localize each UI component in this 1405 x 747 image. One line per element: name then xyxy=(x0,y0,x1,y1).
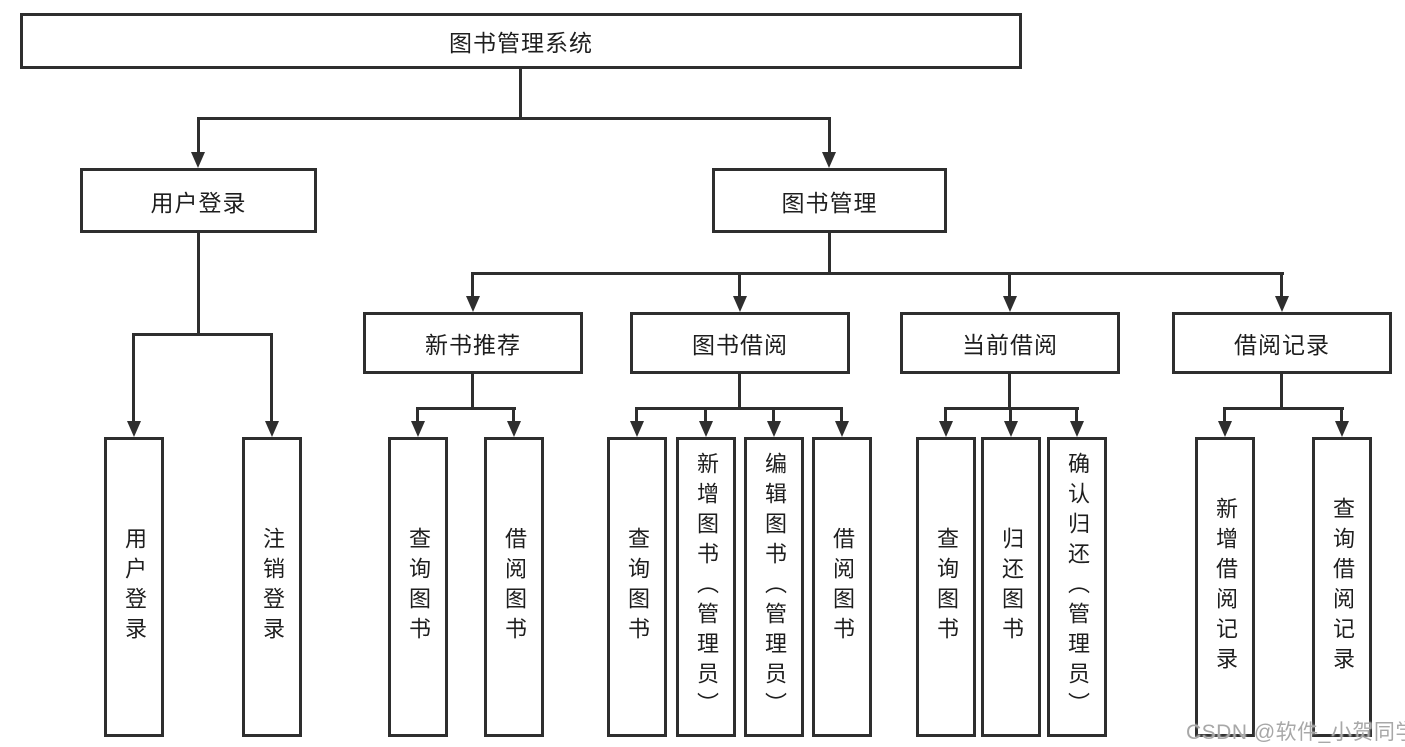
connector-vline xyxy=(772,407,775,423)
connector-vline xyxy=(132,333,135,423)
leaf-label: 查询图书 xyxy=(625,527,650,647)
connector-vline xyxy=(197,233,200,336)
arrowhead-down-icon xyxy=(733,296,747,312)
connector-vline xyxy=(828,233,831,275)
leaf-label: 编辑图书（管理员） xyxy=(762,452,787,722)
connector-vline xyxy=(1340,407,1343,423)
leaf-label: 新增图书（管理员） xyxy=(694,452,719,722)
connector-vline xyxy=(471,374,474,410)
connector-vline xyxy=(416,407,419,423)
arrowhead-down-icon xyxy=(699,421,713,437)
leaf-label: 归还图书 xyxy=(999,527,1024,647)
arrowhead-down-icon xyxy=(507,421,521,437)
arrowhead-down-icon xyxy=(1004,421,1018,437)
connector-vline xyxy=(704,407,707,423)
node-label: 新书推荐 xyxy=(425,332,521,358)
node-label: 图书管理 xyxy=(781,189,878,216)
connector-hline xyxy=(416,407,516,410)
connector-hline xyxy=(471,272,1284,275)
node-label: 用户登录 xyxy=(150,189,247,216)
connector-vline xyxy=(1280,374,1283,410)
leaf-add-books-admin: 新增图书（管理员） xyxy=(676,437,736,737)
connector-vline xyxy=(1280,272,1283,298)
leaf-label: 查询图书 xyxy=(934,527,959,647)
connector-vline xyxy=(738,374,741,410)
arrowhead-down-icon xyxy=(835,421,849,437)
leaf-label: 用户登录 xyxy=(122,527,147,647)
node-label: 图书借阅 xyxy=(692,332,788,358)
connector-vline xyxy=(1075,407,1078,423)
connector-vline xyxy=(471,272,474,298)
arrowhead-down-icon xyxy=(1218,421,1232,437)
leaf-logout: 注销登录 xyxy=(242,437,302,737)
leaf-user-login: 用户登录 xyxy=(104,437,164,737)
arrowhead-down-icon xyxy=(1003,296,1017,312)
leaf-query-borrow-record: 查询借阅记录 xyxy=(1312,437,1372,737)
leaf-label: 查询借阅记录 xyxy=(1330,497,1355,677)
leaf-label: 新增借阅记录 xyxy=(1213,497,1238,677)
connector-vline xyxy=(197,117,200,154)
connector-vline xyxy=(1008,374,1011,410)
leaf-label: 借阅图书 xyxy=(502,527,527,647)
arrowhead-down-icon xyxy=(1335,421,1349,437)
connector-vline xyxy=(270,333,273,423)
arrowhead-down-icon xyxy=(767,421,781,437)
arrowhead-down-icon xyxy=(1275,296,1289,312)
node-library-management-system: 图书管理系统 xyxy=(20,13,1022,69)
connector-vline xyxy=(1008,272,1011,298)
node-user-login-branch: 用户登录 xyxy=(80,168,317,233)
node-book-borrowing: 图书借阅 xyxy=(630,312,850,374)
connector-vline xyxy=(519,69,522,119)
node-label: 图书管理系统 xyxy=(449,30,593,56)
connector-hline xyxy=(197,117,831,120)
connector-vline xyxy=(635,407,638,423)
leaf-label: 确认归还（管理员） xyxy=(1065,452,1090,722)
arrowhead-down-icon xyxy=(127,421,141,437)
leaf-query-books-recommend: 查询图书 xyxy=(388,437,448,737)
connector-vline xyxy=(1223,407,1226,423)
leaf-borrow-books: 借阅图书 xyxy=(812,437,872,737)
arrowhead-down-icon xyxy=(1070,421,1084,437)
arrowhead-down-icon xyxy=(265,421,279,437)
arrowhead-down-icon xyxy=(191,152,205,168)
leaf-edit-books-admin: 编辑图书（管理员） xyxy=(744,437,804,737)
connector-hline xyxy=(132,333,273,336)
arrowhead-down-icon xyxy=(630,421,644,437)
connector-vline xyxy=(512,407,515,423)
leaf-label: 注销登录 xyxy=(260,527,285,647)
leaf-borrow-books-recommend: 借阅图书 xyxy=(484,437,544,737)
connector-vline xyxy=(840,407,843,423)
node-book-management: 图书管理 xyxy=(712,168,947,233)
arrowhead-down-icon xyxy=(411,421,425,437)
node-label: 借阅记录 xyxy=(1234,332,1330,358)
leaf-query-books-current: 查询图书 xyxy=(916,437,976,737)
arrowhead-down-icon xyxy=(939,421,953,437)
connector-vline xyxy=(1009,407,1012,423)
arrowhead-down-icon xyxy=(466,296,480,312)
leaf-confirm-return-admin: 确认归还（管理员） xyxy=(1047,437,1107,737)
csdn-watermark: CSDN @软件_小贺同学 xyxy=(1186,721,1405,744)
connector-vline xyxy=(944,407,947,423)
connector-vline xyxy=(738,272,741,298)
leaf-return-books: 归还图书 xyxy=(981,437,1041,737)
leaf-query-books-borrow: 查询图书 xyxy=(607,437,667,737)
leaf-label: 借阅图书 xyxy=(830,527,855,647)
connector-hline xyxy=(635,407,843,410)
leaf-label: 查询图书 xyxy=(406,527,431,647)
node-new-book-recommendation: 新书推荐 xyxy=(363,312,583,374)
node-label: 当前借阅 xyxy=(962,332,1058,358)
connector-hline xyxy=(1223,407,1344,410)
connector-vline xyxy=(828,117,831,154)
leaf-add-borrow-record: 新增借阅记录 xyxy=(1195,437,1255,737)
node-borrowing-records: 借阅记录 xyxy=(1172,312,1392,374)
arrowhead-down-icon xyxy=(822,152,836,168)
node-current-borrowing: 当前借阅 xyxy=(900,312,1120,374)
